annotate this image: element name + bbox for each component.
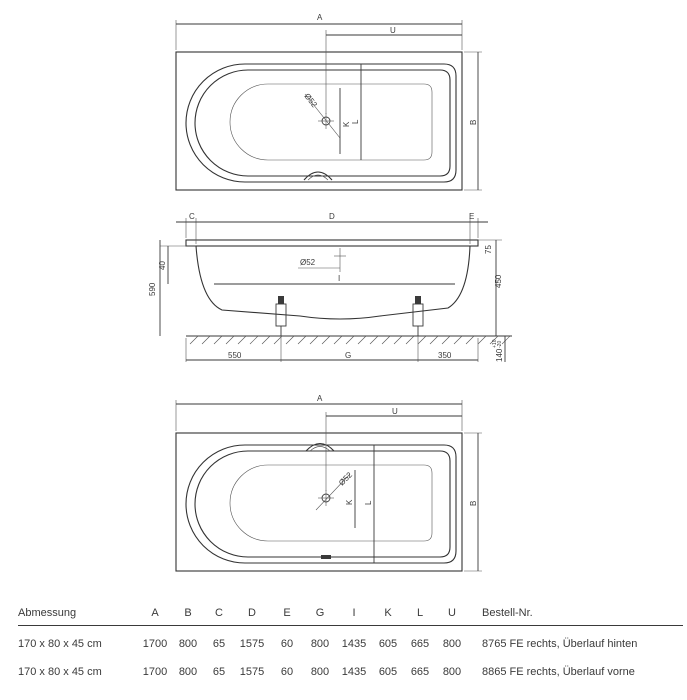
dim-label-u: U <box>390 26 396 35</box>
side-view-rim <box>185 239 479 247</box>
col-header-u: U <box>436 603 468 626</box>
col-header-bestell-nr: Bestell-Nr. <box>468 603 683 626</box>
cell-abmessung: 170 x 80 x 45 cm <box>18 666 102 678</box>
cell-i: 1435 <box>341 638 367 650</box>
bathtub-technical-drawing: A U B K L Ø52 <box>148 13 512 572</box>
cell-c: 65 <box>212 638 226 650</box>
top-view-outer-shape <box>185 63 457 183</box>
cell-e: 60 <box>280 666 294 678</box>
specification-table: Abmessung A B C D E G I K L U Bestell-Nr… <box>18 603 683 682</box>
side-dim-140: 140 <box>495 348 504 362</box>
col-header-l: L <box>404 603 436 626</box>
bottom-dim-b: B <box>469 501 478 506</box>
bottom-view: A U B K L Ø52 <box>175 394 482 572</box>
side-dim-tol-minus: -20 <box>497 341 503 348</box>
top-view: A U B K L Ø52 <box>175 13 482 191</box>
bottom-view-rim <box>175 432 463 572</box>
cell-l: 665 <box>410 666 430 678</box>
side-dim-g: G <box>345 351 351 360</box>
table-header-row: Abmessung A B C D E G I K L U Bestell-Nr… <box>18 603 683 626</box>
bottom-view-basin <box>229 464 433 542</box>
bottom-dim-k: K <box>345 499 354 505</box>
side-dim-d: D <box>329 212 335 221</box>
side-dim-40: 40 <box>158 261 167 270</box>
side-view-body <box>195 245 471 320</box>
bottom-view-rim-inner <box>194 450 451 558</box>
top-view-overflow <box>303 171 333 181</box>
cell-u: 800 <box>442 666 462 678</box>
cell-bestell-nr: 8765 FE rechts, Überlauf hinten <box>482 638 638 650</box>
cell-u: 800 <box>442 638 462 650</box>
bottom-dim-l: L <box>364 500 373 505</box>
cell-bestell-nr: 8865 FE rechts, Überlauf vorne <box>482 666 635 678</box>
cell-d: 1575 <box>239 638 265 650</box>
col-header-d: D <box>234 603 270 626</box>
side-dim-450: 450 <box>494 274 503 288</box>
side-view-foot-left <box>275 296 287 336</box>
cell-a: 1700 <box>142 638 168 650</box>
cell-g: 800 <box>310 638 330 650</box>
cell-e: 60 <box>280 638 294 650</box>
bottom-view-outer-shape <box>185 444 457 564</box>
col-header-b: B <box>172 603 204 626</box>
cell-c: 65 <box>212 666 226 678</box>
cell-i: 1435 <box>341 666 367 678</box>
cell-a: 1700 <box>142 666 168 678</box>
side-dim-550: 550 <box>228 351 242 360</box>
col-header-e: E <box>270 603 304 626</box>
top-view-rim-inner <box>194 69 451 177</box>
col-header-abmessung: Abmessung <box>18 603 138 626</box>
cell-k: 605 <box>378 638 398 650</box>
dim-label-k: K <box>342 121 351 127</box>
side-dim-tol-plus: +10 <box>492 339 498 348</box>
cell-abmessung: 170 x 80 x 45 cm <box>18 638 102 650</box>
col-header-c: C <box>204 603 234 626</box>
cell-b: 800 <box>178 638 198 650</box>
table-row: 170 x 80 x 45 cm 1700 800 65 1575 60 800… <box>18 654 683 682</box>
side-dim-350: 350 <box>438 351 452 360</box>
side-dim-diameter: Ø52 <box>300 258 316 267</box>
floor-hatching <box>189 335 511 345</box>
side-dim-590: 590 <box>148 282 157 296</box>
bottom-dim-diameter: Ø52 <box>337 470 354 487</box>
cell-b: 800 <box>178 666 198 678</box>
dim-label-a: A <box>317 13 323 22</box>
side-dim-e: E <box>469 212 474 221</box>
bottom-dim-u: U <box>392 407 398 416</box>
top-view-basin <box>229 83 433 161</box>
side-view-foot-right <box>412 296 424 336</box>
col-header-i: I <box>336 603 372 626</box>
cell-g: 800 <box>310 666 330 678</box>
cell-d: 1575 <box>239 666 265 678</box>
bottom-view-overflow <box>305 442 335 452</box>
cell-l: 665 <box>410 638 430 650</box>
side-dim-75: 75 <box>484 245 493 254</box>
col-header-g: G <box>304 603 336 626</box>
bottom-dim-a: A <box>317 394 323 403</box>
dim-label-b: B <box>469 120 478 125</box>
side-dim-c: C <box>189 212 195 221</box>
cell-k: 605 <box>378 666 398 678</box>
dim-label-diameter: Ø52 <box>302 92 319 110</box>
col-header-a: A <box>138 603 172 626</box>
side-view: Ø52 C D E I 40 590 75 450 140 +10 -20 55… <box>148 212 512 362</box>
side-dim-i: I <box>338 274 340 283</box>
bottom-view-marker <box>321 555 331 559</box>
table-row: 170 x 80 x 45 cm 1700 800 65 1575 60 800… <box>18 626 683 655</box>
col-header-k: K <box>372 603 404 626</box>
dim-label-l: L <box>351 119 360 124</box>
top-view-rim <box>175 51 463 191</box>
